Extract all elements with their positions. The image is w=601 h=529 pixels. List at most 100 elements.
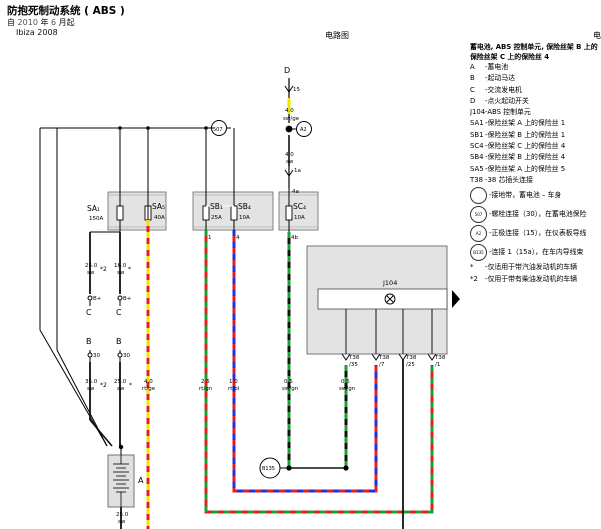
wire-color: sw (286, 159, 294, 165)
t38-pin-number: /1 (435, 362, 440, 368)
connector-circle-icon: A2 (470, 225, 487, 243)
wire-gauge: 4.0 (144, 379, 153, 385)
legend-item: SB4-保险丝架 B 上的保险丝 4 (470, 152, 601, 163)
connection-dot (118, 126, 122, 130)
connector-circle-icon: B135 (470, 244, 487, 262)
legend-key: SC4 (470, 142, 484, 151)
label-d: D (284, 66, 290, 75)
t38-pin-label: T38 (434, 355, 446, 361)
label-sb4-amp: 10A (239, 215, 250, 221)
wire-color: sw (87, 386, 95, 392)
wire-color: sw (117, 386, 125, 392)
legend-key: C (470, 85, 475, 94)
legend-key: T38 (470, 175, 483, 184)
legend-text: -起动马达 (485, 74, 516, 83)
wire-gauge: 0.5 (284, 379, 293, 385)
label-bplus: B+ (123, 296, 132, 302)
battery-cells (113, 455, 129, 507)
diagram-heading: 电路图 (325, 31, 349, 40)
wire-gauge: 1.0 (229, 379, 238, 385)
connection-dot (146, 126, 150, 130)
wire-color: sw (117, 270, 125, 276)
wire-color: sw/gn (282, 386, 299, 392)
fuse-sc4 (285, 205, 293, 221)
label-sb1-amp: 25A (211, 215, 222, 221)
legend-key: SA1 (470, 119, 484, 128)
legend-key: A (470, 63, 475, 71)
label-t15: 15 (293, 87, 300, 93)
legend-text: -保险丝架 A 上的保险丝 5 (485, 164, 566, 173)
t38-pin-label: T38 (348, 355, 360, 361)
connector-circle-icon (470, 187, 487, 205)
legend-title-line2: 保险丝架 C 上的保险丝 4 (470, 52, 550, 61)
fuse-sb1 (202, 205, 210, 221)
connection-dot (285, 125, 293, 133)
legend-item: SA5-保险丝架 A 上的保险丝 5 (470, 164, 601, 175)
legend-item: SB1-保险丝架 B 上的保险丝 1 (470, 130, 601, 141)
wire-gauge: 25.0 (114, 379, 127, 385)
legend-text: -点火起动开关 (485, 96, 529, 105)
wire-color: rt/gn (199, 386, 213, 392)
sa1-outputs (90, 220, 121, 233)
legend-text: -连接 1（15a），在车内导线束 (489, 248, 584, 257)
wire-color: rt/ge (142, 386, 156, 392)
label-bplus: B+ (93, 296, 102, 302)
label-sa1: SA₁ (87, 204, 100, 213)
label-t1a: 1a (294, 168, 301, 174)
label-b: B (116, 337, 122, 346)
legend-item: C -交流发电机 (470, 85, 601, 96)
t38-pin-number: /25 (406, 362, 415, 368)
wire-gauge: 2.5 (201, 379, 210, 385)
connection-dot (343, 465, 349, 471)
label-c: C (116, 308, 122, 317)
t38-pin-number: /35 (349, 362, 358, 368)
legend-key: SB1 (470, 130, 484, 139)
legend-connector-item: A2-正极连接（15），在仪表板导线 (470, 224, 601, 243)
legend-connector-item: 507-螺栓连接（30），在蓄电池保险 (470, 205, 601, 224)
footnote-mark: * (128, 266, 131, 273)
legend-text: -交流发电机 (485, 85, 522, 94)
legend-item: A-蓄电池 (470, 62, 601, 73)
legend-text: -保险丝架 C 上的保险丝 4 (485, 142, 566, 151)
legend-note: *2-仅用于带有柴油发动机的车辆 (470, 274, 601, 285)
legend-text: -保险丝架 B 上的保险丝 4 (485, 153, 566, 162)
wire-gauge: 25.0 (116, 512, 129, 518)
label-b135: B135 (262, 466, 275, 472)
wire-gauge: 16.0 (114, 263, 127, 269)
label-c: C (86, 308, 92, 317)
label-a2: A2 (300, 127, 307, 133)
legend-text: -保险丝架 A 上的保险丝 1 (485, 119, 566, 128)
legend-text: -保险丝架 B 上的保险丝 1 (485, 130, 566, 139)
legend-item: D-点火起动开关 (470, 96, 601, 107)
legend-item: B-起动马达 (470, 73, 601, 84)
legend-title-line1: 蓄电池, ABS 控制单元, 保险丝架 B 上的 (470, 43, 598, 51)
fuse-holder-c (278, 191, 319, 231)
label-sa5-amp: 40A (154, 215, 165, 221)
label-t30: 30 (123, 353, 130, 359)
wire-color: sw/gn (339, 386, 356, 392)
label-t4a: 4a (292, 189, 299, 195)
legend-heading-fragment: 电 (593, 31, 601, 40)
legend-item: SA1-保险丝架 A 上的保险丝 1 (470, 118, 601, 129)
legend-notes: *-仅适用于带汽油发动机的车辆*2-仅用于带有柴油发动机的车辆 (470, 262, 601, 285)
wire-gauge: 0.5 (341, 379, 350, 385)
footnote-mark: *2 (100, 266, 107, 273)
wire-sw-gn-t15 (289, 365, 348, 469)
legend-key: *2 (470, 274, 478, 283)
label-t4b: 4b (291, 235, 298, 241)
connection-dot (117, 295, 123, 301)
label-sc4: SC₄ (293, 202, 306, 211)
legend-text: -螺栓连接（30），在蓄电池保险 (489, 210, 587, 219)
label-sb1: SB₁ (210, 202, 223, 211)
wire-color: rt/bl (228, 386, 240, 392)
legend-text: -接地带，蓄电池 – 车身 (489, 191, 562, 200)
wire-gauge: 25.0 (85, 263, 98, 269)
legend-note: *-仅适用于带汽油发动机的车辆 (470, 262, 601, 273)
label-sb4: SB₄ (238, 202, 251, 211)
footnote-mark: *2 (100, 382, 107, 389)
j104-pin-lines (345, 309, 433, 354)
legend-key: J104 (470, 108, 486, 117)
wire-color: sw (87, 270, 95, 276)
vehicle-model: Ibiza 2008 (16, 28, 58, 37)
